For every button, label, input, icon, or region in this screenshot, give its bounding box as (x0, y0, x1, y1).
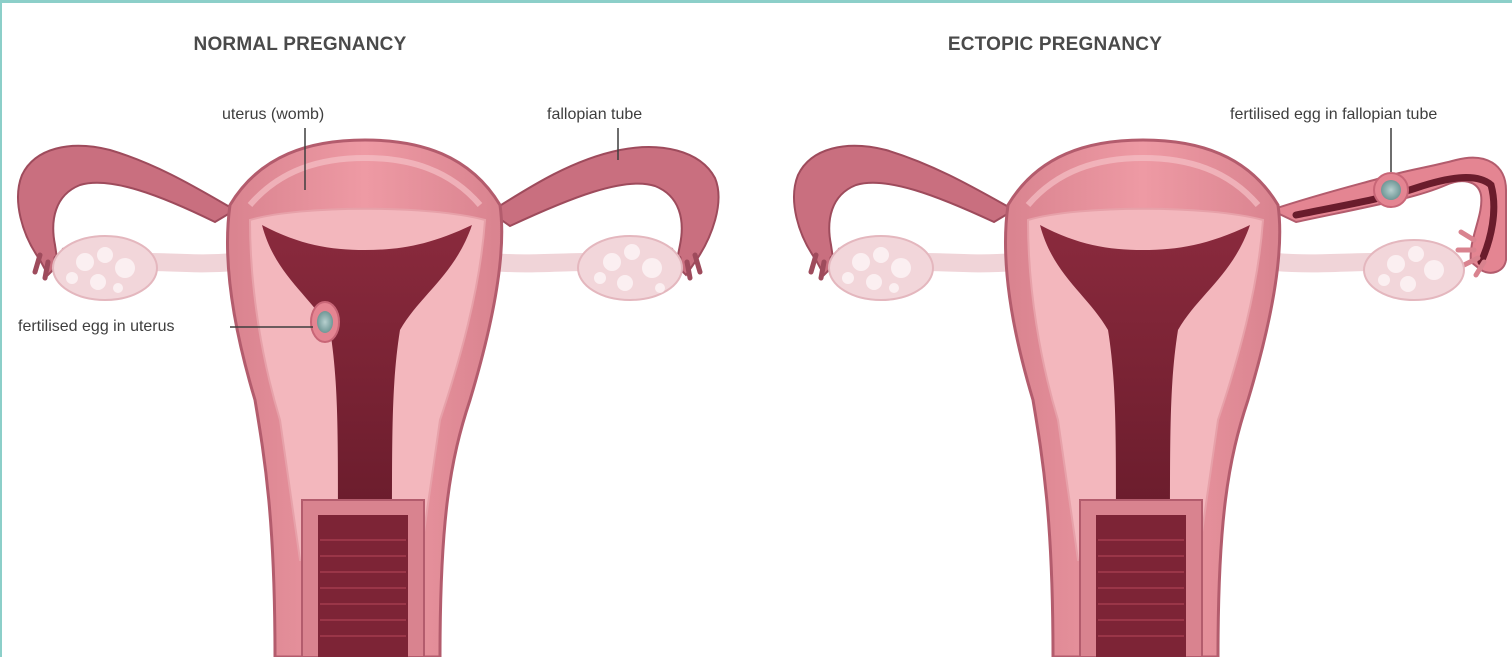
fertilised-egg-uterus (311, 302, 339, 342)
panel-ectopic-pregnancy: ECTOPIC PREGNANCY (756, 0, 1512, 657)
ectopic-left-ovary (829, 236, 1014, 300)
label-fertilised-egg-tube: fertilised egg in fallopian tube (1230, 106, 1437, 124)
ectopic-pregnancy-illustration (756, 0, 1512, 657)
right-ovary (490, 236, 682, 300)
label-fallopian-tube: fallopian tube (547, 106, 642, 124)
label-fertilised-egg-uterus: fertilised egg in uterus (18, 318, 175, 336)
ectopic-right-ovary (1276, 240, 1464, 300)
label-uterus-womb: uterus (womb) (222, 106, 324, 124)
left-ovary (53, 236, 235, 300)
fertilised-egg-tube (1374, 173, 1408, 207)
uterus (228, 140, 502, 657)
panel-normal-pregnancy: NORMAL PREGNANCY (0, 0, 756, 657)
ectopic-uterus (1006, 140, 1280, 657)
